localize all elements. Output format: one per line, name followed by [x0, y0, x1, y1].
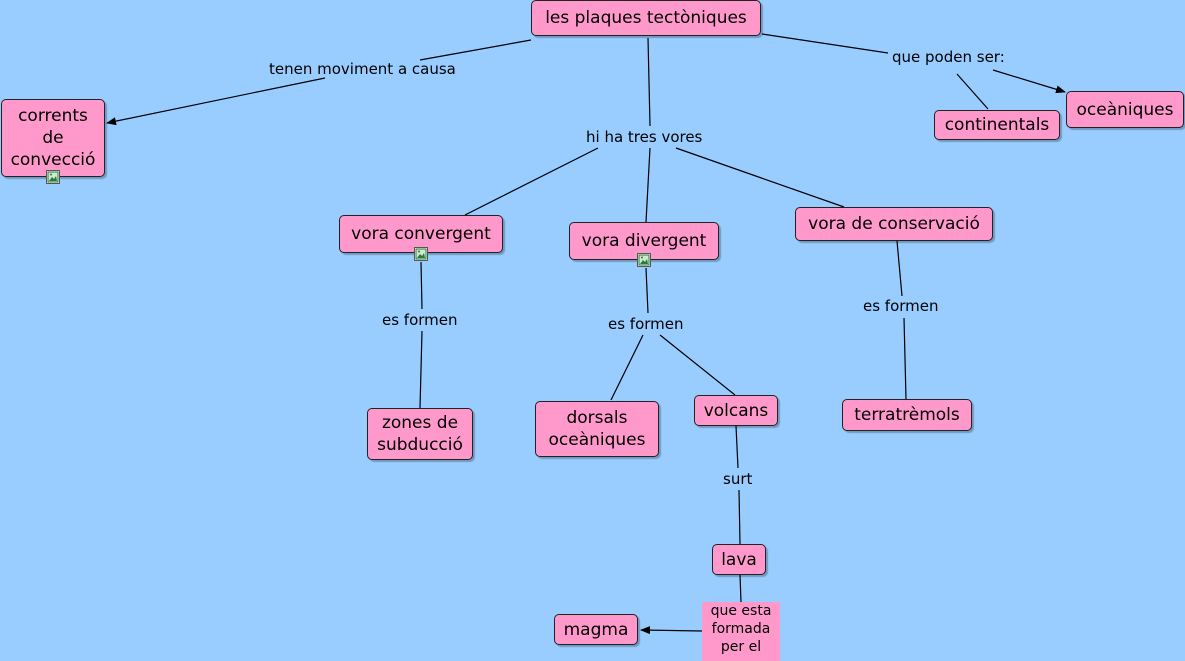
line-plaques-podenser [761, 33, 889, 54]
line-tresvores-conservacio [675, 147, 845, 208]
line-moviment-corrents [106, 77, 326, 126]
line-tresvores-convergent [464, 147, 599, 216]
line-volcans-surt [735, 425, 739, 469]
line-convergent-formen [420, 261, 423, 310]
line-podenser-oceaniques [992, 69, 1066, 94]
concept-oceaniques[interactable]: oceàniques [1066, 91, 1184, 128]
line-conservacio-formen [896, 240, 903, 297]
image-resource-icon[interactable] [46, 170, 60, 184]
line-formen-volcans [659, 334, 736, 396]
line-plaques-tresvores [647, 37, 651, 127]
link-label-poden-ser: que poden ser: [892, 48, 1005, 66]
concept-terratremols[interactable]: terratrèmols [842, 399, 972, 431]
concept-lava[interactable]: lava [712, 544, 766, 575]
line-tresvores-divergent [645, 147, 651, 223]
link-label-formada: que esta formada per el [702, 602, 780, 661]
concept-vora-divergent[interactable]: vora divergent [569, 222, 719, 260]
concept-dorsals-oceaniques[interactable]: dorsals oceàniques [535, 401, 659, 457]
image-resource-icon[interactable] [414, 247, 428, 261]
line-formen-dorsals [610, 334, 644, 401]
link-label-formen-conservacio: es formen [863, 297, 939, 315]
line-surt-lava [738, 489, 741, 545]
line-divergent-formen [645, 267, 649, 314]
concept-zones-subduccio[interactable]: zones de subducció [367, 408, 473, 460]
concept-magma[interactable]: magma [554, 614, 638, 645]
concept-corrents-conveccio[interactable]: corrents de convecció [1, 99, 105, 177]
concept-volcans[interactable]: volcans [694, 395, 778, 426]
concept-continentals[interactable]: continentals [934, 110, 1060, 140]
link-label-surt: surt [723, 470, 753, 488]
link-label-formen-divergent: es formen [608, 315, 684, 333]
line-podenser-continentals [956, 73, 989, 110]
concept-vora-conservacio[interactable]: vora de conservació [795, 207, 993, 241]
link-label-formen-convergent: es formen [382, 311, 458, 329]
concept-vora-convergent[interactable]: vora convergent [339, 215, 503, 253]
line-plaques-moviment [419, 39, 532, 61]
link-label-tres-vores: hi ha tres vores [586, 128, 703, 146]
line-formen-subduccio [419, 330, 423, 409]
image-resource-icon[interactable] [637, 253, 651, 267]
line-formen-terratremols [903, 317, 907, 400]
line-lava-formada [739, 574, 742, 603]
link-label-moviment: tenen moviment a causa [269, 60, 456, 78]
line-formada-magma [640, 626, 703, 635]
concept-plaques-tectoniques[interactable]: les plaques tectòniques [531, 0, 761, 36]
